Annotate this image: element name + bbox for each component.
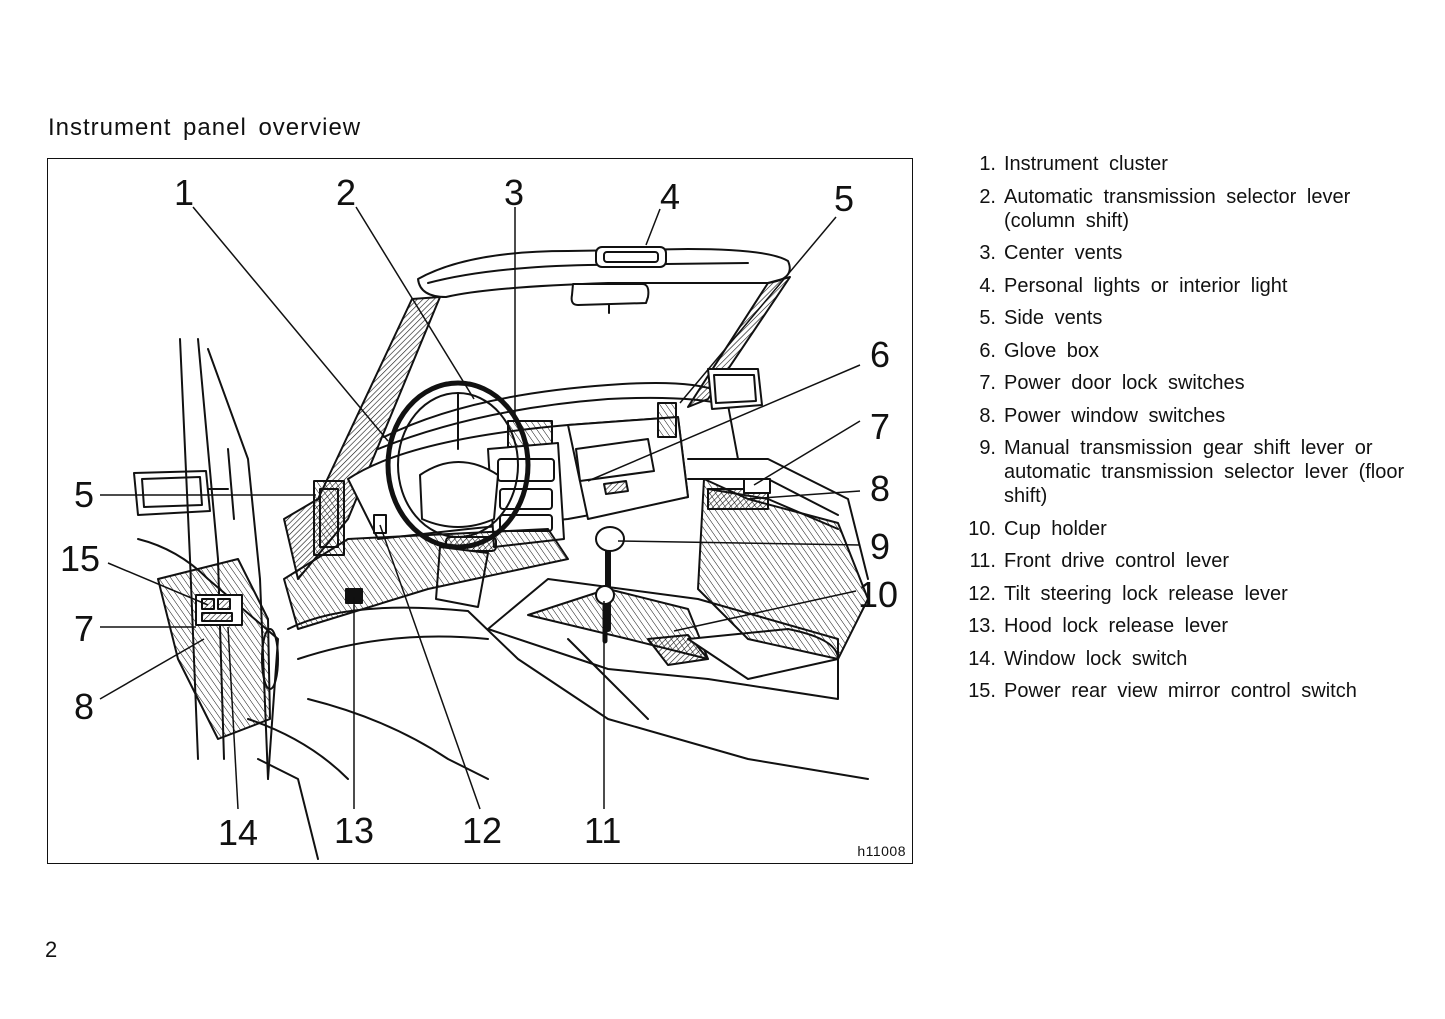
- legend-text: Window lock switch: [1004, 647, 1188, 670]
- legend-item: 15. Power rear view mirror control switch: [958, 679, 1418, 703]
- legend-text: Side vents: [1004, 307, 1103, 329]
- legend-text: Front drive control lever: [1004, 550, 1230, 572]
- legend-item: 5. Side vents: [958, 306, 1418, 330]
- callout-1: 1: [174, 172, 194, 213]
- legend-num: 14.: [968, 647, 996, 670]
- page-number: 2: [45, 937, 58, 962]
- legend-num: 12.: [968, 582, 996, 605]
- right-mirror-icon: [707, 368, 763, 410]
- callout-5-left: 5: [74, 474, 94, 515]
- legend-item: 13. Hood lock release lever: [958, 614, 1418, 638]
- callout-7: 7: [870, 406, 890, 447]
- legend-num: 9.: [979, 437, 996, 459]
- legend-item: 4. Personal lights or interior light: [958, 274, 1418, 298]
- callout-11: 11: [584, 810, 621, 851]
- legend-num: 7.: [979, 372, 996, 394]
- personal-light-icon: [603, 251, 659, 263]
- legend-text: Cup holder: [1004, 517, 1107, 540]
- legend-item: 10. Cup holder: [958, 517, 1418, 541]
- callout-9: 9: [870, 526, 890, 567]
- left-mirror-icon: [133, 470, 211, 516]
- callout-2: 2: [336, 172, 356, 213]
- callout-12: 12: [462, 810, 502, 851]
- legend-num: 10.: [968, 517, 996, 540]
- callout-3: 3: [504, 172, 524, 213]
- gear-shift-knob-icon: [595, 526, 625, 552]
- legend-item: 12. Tilt steering lock release lever: [958, 582, 1418, 606]
- dashboard-illustration: 1 2 3 4 5 6 7 8 9 10 5 15 7 8 14 13 12 1…: [60, 172, 898, 860]
- legend-text: Tilt steering lock release lever: [1004, 582, 1288, 605]
- callout-6: 6: [870, 334, 890, 375]
- legend-list: 1. Instrument cluster 2. Automatic transmi…: [958, 152, 1418, 712]
- legend-num: 15.: [968, 680, 996, 702]
- legend-text: Hood lock release lever: [1004, 615, 1228, 637]
- legend-text: Instrument cluster: [1004, 153, 1168, 175]
- legend-item: 1. Instrument cluster: [958, 152, 1418, 176]
- legend-num: 13.: [968, 615, 996, 637]
- side-vent-right-icon: [657, 402, 677, 438]
- legend-text: Automatic transmission selector lever (c…: [1004, 185, 1351, 232]
- legend-item: 8. Power window switches: [958, 404, 1418, 428]
- legend-text: Power door lock switches: [1004, 372, 1245, 394]
- legend-item: 9. Manual transmission gear shift lever o…: [958, 436, 1418, 508]
- legend-item: 14. Window lock switch: [958, 647, 1418, 671]
- callout-5: 5: [834, 178, 854, 219]
- tilt-lever-icon: [373, 514, 387, 534]
- legend-item: 6. Glove box: [958, 339, 1418, 363]
- rear-view-mirror-icon: [570, 283, 650, 306]
- legend-item: 7. Power door lock switches: [958, 371, 1418, 395]
- instrument-panel-figure: 1 2 3 4 5 6 7 8 9 10 5 15 7 8 14 13 12 1…: [47, 158, 913, 864]
- callout-8-left: 8: [74, 686, 94, 727]
- callout-13: 13: [334, 810, 374, 851]
- legend-num: 1.: [979, 153, 996, 175]
- callout-14: 14: [218, 812, 258, 853]
- callout-15: 15: [60, 538, 100, 579]
- legend-num: 6.: [979, 339, 996, 362]
- legend-text: Power window switches: [1004, 404, 1226, 427]
- legend-num: 3.: [979, 242, 996, 264]
- figure-code: h11008: [857, 843, 906, 859]
- legend-num: 2.: [979, 185, 996, 208]
- legend-text: Center vents: [1004, 242, 1123, 264]
- legend-text: Personal lights or interior light: [1004, 274, 1288, 297]
- drive-control-lever-icon: [595, 585, 615, 605]
- legend-num: 8.: [979, 404, 996, 427]
- legend-text: Manual transmission gear shift lever or …: [1004, 437, 1405, 507]
- legend-item: 11. Front drive control lever: [958, 549, 1418, 573]
- section-title: Instrument panel overview: [48, 114, 362, 141]
- legend-num: 11.: [969, 550, 996, 572]
- callout-8: 8: [870, 468, 890, 509]
- legend-num: 4.: [979, 274, 996, 297]
- legend-num: 5.: [979, 307, 996, 329]
- legend-item: 3. Center vents: [958, 241, 1418, 265]
- callout-7-left: 7: [74, 608, 94, 649]
- legend-text: Glove box: [1004, 339, 1100, 362]
- legend-item: 2. Automatic transmission selector lever …: [958, 185, 1418, 233]
- callout-10: 10: [858, 574, 898, 615]
- legend-text: Power rear view mirror control switch: [1004, 680, 1357, 702]
- callout-4: 4: [660, 176, 680, 217]
